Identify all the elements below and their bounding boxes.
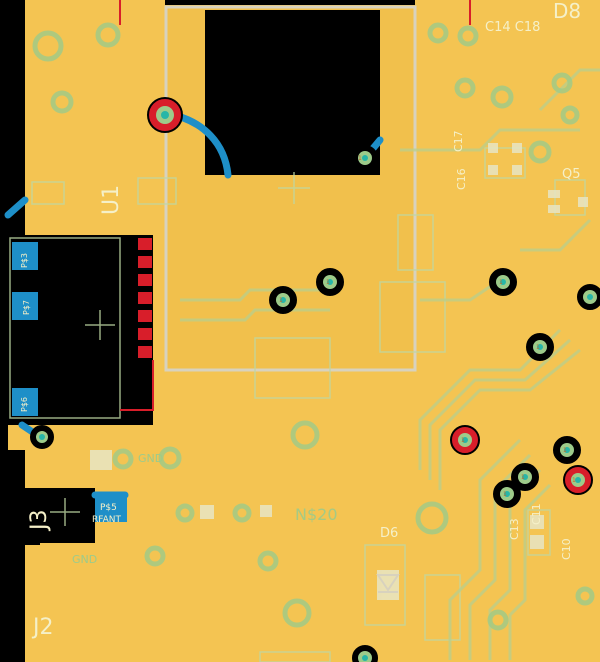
vias-plain[interactable] xyxy=(32,22,595,631)
antenna-keepout-black[interactable] xyxy=(205,10,380,175)
label-c17: C17 xyxy=(452,130,465,152)
vias-highlighted[interactable] xyxy=(30,97,600,662)
label-gnd-a: GND xyxy=(138,452,163,465)
u1-side-pads[interactable] xyxy=(138,238,152,358)
label-p5: P$5 xyxy=(100,503,117,513)
label-c14-c18: C14 C18 xyxy=(485,20,540,35)
d6-diode-symbol xyxy=(376,574,400,593)
j3-connector-body[interactable] xyxy=(0,488,95,543)
label-c10: C10 xyxy=(560,538,573,560)
label-c13: C13 xyxy=(508,518,521,540)
svg-text:1: 1 xyxy=(358,155,362,162)
label-d6: D6 xyxy=(380,526,398,541)
svg-text:1: 1 xyxy=(521,474,525,481)
label-u1: U1 xyxy=(99,185,124,215)
label-p57: P$7 xyxy=(22,300,31,315)
copper-pour xyxy=(8,0,600,662)
internal-traces xyxy=(180,68,600,660)
svg-text:1: 1 xyxy=(326,279,330,286)
svg-text:1: 1 xyxy=(461,437,465,444)
silkscreen-lines xyxy=(164,5,417,372)
blue-pads[interactable] xyxy=(12,242,127,522)
label-gnd-b: GND xyxy=(72,553,97,566)
label-p53: P$3 xyxy=(20,253,29,268)
label-d8: D8 xyxy=(553,0,581,23)
label-c16: C16 xyxy=(455,168,468,190)
svg-text:1: 1 xyxy=(572,477,576,484)
label-j3: J3 xyxy=(27,510,52,533)
svg-text:1: 1 xyxy=(536,344,540,351)
label-j2: J2 xyxy=(31,615,54,640)
svg-text:1: 1 xyxy=(279,297,283,304)
label-n20: N$20 xyxy=(295,505,338,524)
via-net-labels: 1 1 1 1 1 1 1 1 1 1 xyxy=(279,155,576,498)
label-c11: C11 xyxy=(530,503,543,525)
label-rfant: RFANT xyxy=(92,515,121,525)
label-q5: Q5 xyxy=(562,167,581,182)
svg-text:1: 1 xyxy=(503,491,507,498)
svg-text:1: 1 xyxy=(499,279,503,286)
label-p56: P$6 xyxy=(20,397,29,412)
svg-text:1: 1 xyxy=(563,447,567,454)
